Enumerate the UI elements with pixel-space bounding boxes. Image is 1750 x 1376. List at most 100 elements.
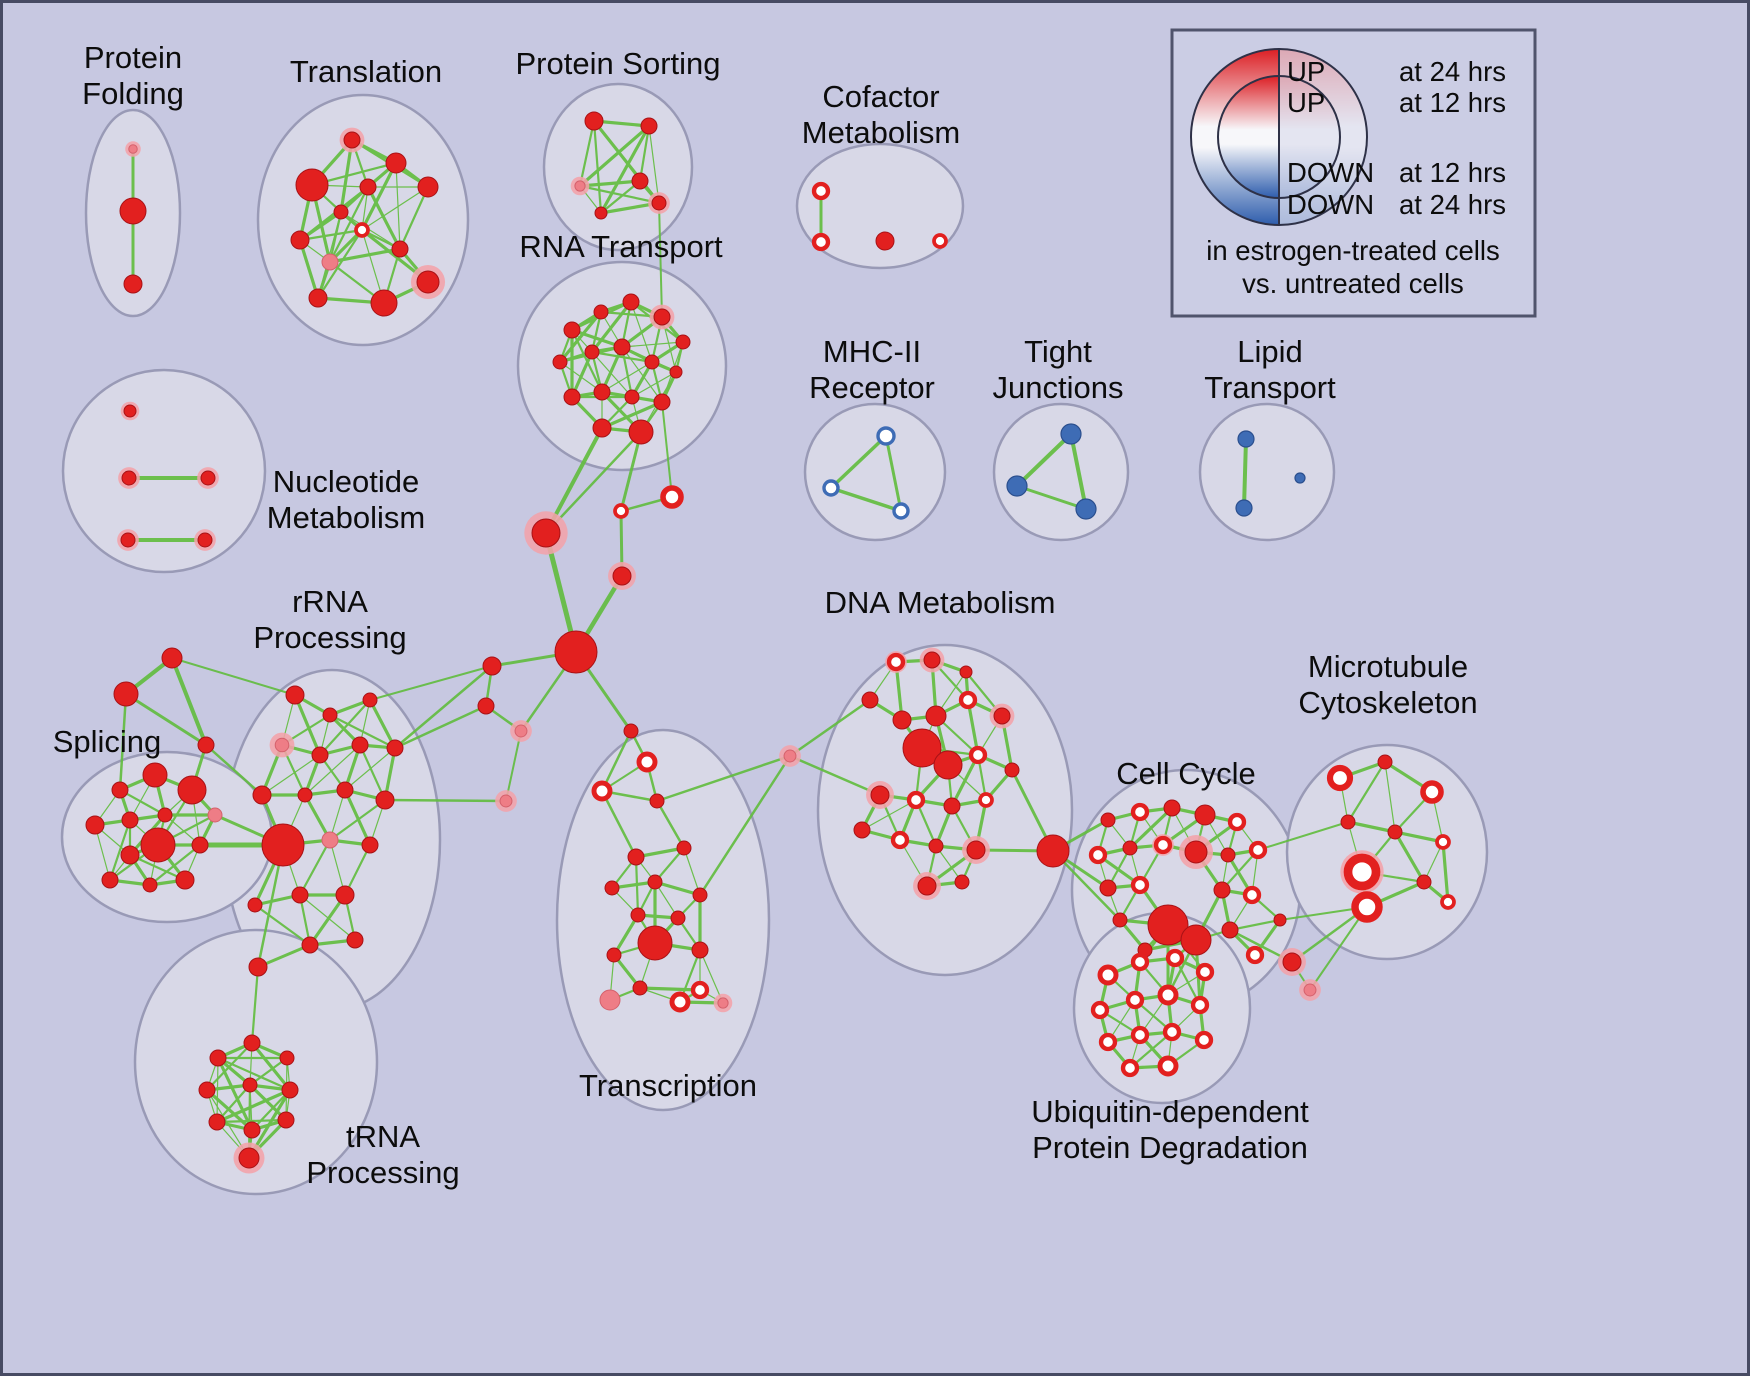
gene-node xyxy=(123,274,143,294)
cluster-label-lipid-transport: Lipid xyxy=(1237,334,1303,369)
edge xyxy=(653,880,702,897)
edge xyxy=(966,698,980,757)
gene-node xyxy=(1147,904,1189,946)
gene-node xyxy=(669,365,683,379)
gene-node xyxy=(563,388,581,406)
edge xyxy=(621,341,684,348)
gene-node xyxy=(613,338,631,356)
gene-node xyxy=(242,1077,258,1093)
gene-node xyxy=(1387,824,1403,840)
gene-node xyxy=(1343,853,1381,891)
legend-footer-line: vs. untreated cells xyxy=(1242,268,1464,299)
edge xyxy=(298,228,364,242)
cluster-label-dna-metabolism: DNA Metabolism xyxy=(825,585,1056,620)
gene-node xyxy=(592,418,612,438)
edge xyxy=(621,346,663,403)
gene-node xyxy=(717,997,729,1009)
edge xyxy=(1441,840,1450,904)
edge xyxy=(118,692,128,792)
gene-node xyxy=(1213,881,1231,899)
cluster-label-protein-folding: Protein xyxy=(84,40,182,75)
edge xyxy=(148,843,202,887)
gene-node xyxy=(636,751,658,773)
gene-node xyxy=(647,874,663,890)
gene-node xyxy=(175,870,195,890)
gene-node xyxy=(1162,1022,1182,1042)
gene-node xyxy=(660,485,684,509)
gene-node xyxy=(612,566,632,586)
cluster-label-microtubule-cytoskeleton: Microtubule xyxy=(1308,649,1468,684)
gene-node xyxy=(906,790,926,810)
gene-node xyxy=(333,204,349,220)
edge xyxy=(94,824,111,881)
gene-node xyxy=(1416,874,1432,890)
gene-node xyxy=(624,389,640,405)
edge xyxy=(592,119,603,215)
gene-node xyxy=(120,532,136,548)
gene-node xyxy=(630,907,646,923)
gene-node xyxy=(1088,845,1108,865)
edge xyxy=(215,1118,288,1124)
gene-node xyxy=(1036,834,1070,868)
gene-node xyxy=(552,354,568,370)
gene-node xyxy=(669,991,691,1013)
edge xyxy=(570,328,624,349)
gene-node xyxy=(1163,799,1181,817)
gene-node xyxy=(968,745,988,765)
gene-node xyxy=(594,206,608,220)
edge xyxy=(171,657,296,696)
gene-node xyxy=(120,845,140,865)
gene-node xyxy=(416,270,440,294)
gene-node xyxy=(591,780,613,802)
gene-node xyxy=(966,840,986,860)
gene-node xyxy=(321,831,339,849)
edge xyxy=(619,430,643,513)
edge xyxy=(648,125,660,204)
gene-node xyxy=(142,762,168,788)
edge xyxy=(368,698,397,750)
gene-node xyxy=(417,176,439,198)
edge xyxy=(253,903,312,947)
edge xyxy=(638,124,651,183)
gene-node xyxy=(351,736,369,754)
edge xyxy=(344,747,396,791)
gene-node xyxy=(243,1034,261,1052)
gene-node xyxy=(640,117,658,135)
edge xyxy=(505,730,522,802)
gene-node xyxy=(886,652,906,672)
edge xyxy=(1393,830,1445,844)
cluster-label-cofactor-metabolism: Cofactor xyxy=(822,79,939,114)
gene-node xyxy=(622,293,640,311)
gene-node xyxy=(606,947,622,963)
cluster-ellipse-transcription xyxy=(555,728,771,1112)
edge xyxy=(360,161,398,232)
edge xyxy=(361,186,429,231)
gene-node xyxy=(628,419,654,445)
gene-node xyxy=(285,685,305,705)
cluster-label-rrna-processing: Processing xyxy=(253,620,406,655)
gene-node xyxy=(177,775,207,805)
gene-node xyxy=(1100,812,1116,828)
gene-node xyxy=(243,1121,261,1139)
edge xyxy=(655,799,686,850)
legend-row-time: at 24 hrs xyxy=(1399,189,1506,220)
gene-node xyxy=(653,308,671,326)
gene-node xyxy=(335,885,355,905)
cluster-label-mhc-ii-receptor: Receptor xyxy=(809,370,935,405)
gene-node xyxy=(917,876,937,896)
gene-node xyxy=(121,470,137,486)
gene-node xyxy=(209,1049,227,1067)
gene-node xyxy=(676,840,692,856)
edge xyxy=(600,400,664,430)
gene-node xyxy=(197,736,215,754)
gene-node xyxy=(1180,924,1212,956)
cluster-label-lipid-transport: Transport xyxy=(1204,370,1336,405)
gene-node xyxy=(142,877,158,893)
edge xyxy=(398,185,430,251)
edge xyxy=(298,838,332,897)
legend-footer-line: in estrogen-treated cells xyxy=(1206,235,1500,266)
edge xyxy=(950,753,980,808)
gene-node xyxy=(1440,894,1456,910)
gene-node xyxy=(644,354,660,370)
